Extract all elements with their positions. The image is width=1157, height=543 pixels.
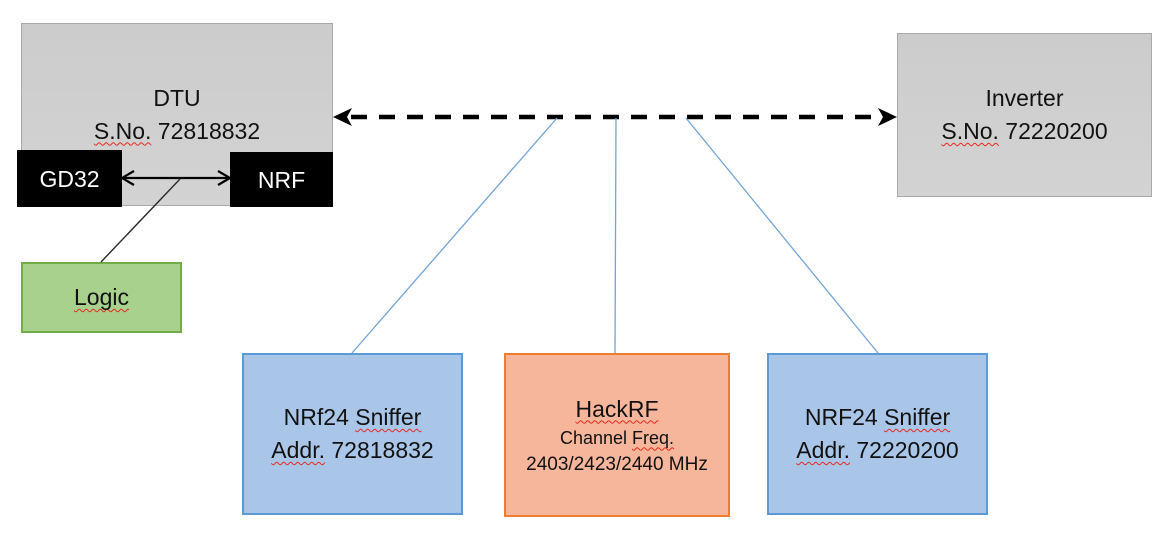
hackrf-title: HackRF (575, 395, 659, 422)
rf-link-arrowhead-left (333, 108, 352, 126)
connector-line-sniffer-left (351, 117, 558, 354)
logic-label: Logic (74, 284, 129, 310)
connector-line-sniffer-right (685, 117, 879, 354)
dtu-title: DTU (153, 84, 201, 111)
nrf-box: NRF (230, 152, 333, 207)
gd32-box: GD32 (17, 150, 122, 207)
inverter-serial: S.No. 72220200 (941, 118, 1108, 144)
sniffer-right-addr: Addr. 72220200 (796, 437, 959, 463)
connector-line-hackrf (614, 117, 617, 354)
sniffer-left-title: NRf24 Sniffer (283, 404, 422, 430)
inverter-title: Inverter (985, 85, 1064, 111)
hackrf-frequencies: 2403/2423/2440 MHz (526, 453, 708, 475)
sniffer-right-title: NRF24 Sniffer (804, 404, 951, 430)
hackrf-box: HackRF Channel Freq. 2403/2423/2440 MHz (504, 353, 730, 517)
nrf-label: NRF (257, 166, 306, 193)
dtu-serial: S.No. 72818832 (93, 117, 261, 144)
inverter-box: Inverter S.No. 72220200 (897, 33, 1152, 197)
logic-box: Logic (21, 262, 182, 333)
rf-link-arrowhead-right (878, 108, 897, 126)
hackrf-channel: Channel Freq. (559, 427, 675, 448)
gd32-label: GD32 (39, 165, 100, 192)
sniffer-right-box: NRF24 Sniffer Addr. 72220200 (767, 353, 988, 515)
sniffer-left-addr: Addr. 72818832 (271, 437, 434, 463)
sniffer-left-box: NRf24 Sniffer Addr. 72818832 (242, 353, 463, 515)
